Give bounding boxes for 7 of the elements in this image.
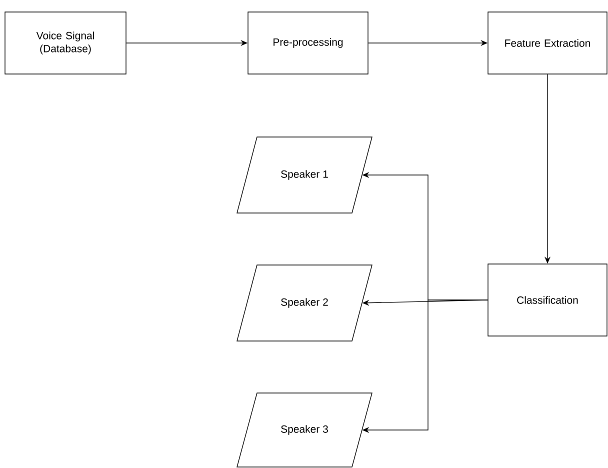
process-box: Voice Signal (Database) [4,12,126,74]
output-parallelogram: Speaker 1 [236,136,372,214]
output-parallelogram: Speaker 2 [236,264,372,342]
process-box: Pre-processing [248,12,368,74]
process-box: Classification [488,264,608,336]
process-box: Feature Extraction [488,12,608,74]
output-parallelogram: Speaker 3 [236,392,372,468]
